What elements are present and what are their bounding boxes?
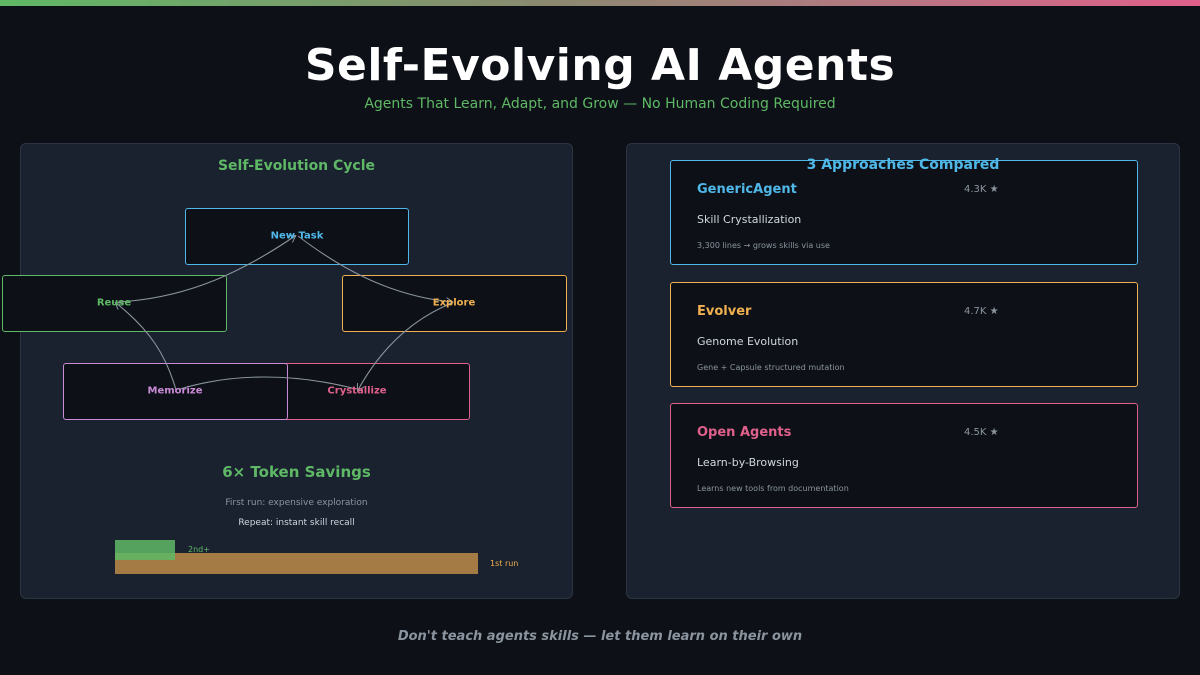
savings-title: 6× Token Savings bbox=[222, 463, 371, 481]
node-label-new-task: New Task bbox=[270, 230, 324, 242]
node-label-memorize: Memorize bbox=[147, 385, 203, 397]
footer-tagline: Don't teach agents skills — let them lea… bbox=[397, 629, 803, 644]
node-label-explore: Explore bbox=[432, 297, 476, 309]
bar-repeat bbox=[115, 540, 175, 560]
savings-repeat-text: Repeat: instant skill recall bbox=[238, 518, 355, 528]
card-stars: 4.3K ★ bbox=[964, 184, 999, 195]
card-genericagent: GenericAgent 4.3K ★ Skill Crystallizatio… bbox=[670, 160, 1138, 265]
cycle-title: Self-Evolution Cycle bbox=[217, 158, 376, 174]
card-open-agents: Open Agents 4.5K ★ Learn-by-Browsing Lea… bbox=[670, 403, 1138, 508]
card-subtitle: Skill Crystallization bbox=[697, 213, 802, 226]
card-evolver: Evolver 4.7K ★ Genome Evolution Gene + C… bbox=[670, 282, 1138, 387]
card-subtitle: Learn-by-Browsing bbox=[697, 456, 799, 469]
gradient-top-bar bbox=[0, 0, 1200, 6]
node-label-crystallize: Crystallize bbox=[327, 385, 387, 397]
savings-first-run-text: First run: expensive exploration bbox=[225, 498, 368, 508]
node-label-reuse: Reuse bbox=[96, 297, 132, 309]
card-name: Open Agents bbox=[697, 425, 792, 440]
comparison-title: 3 Approaches Compared bbox=[806, 157, 1000, 173]
card-description: 3,300 lines → grows skills via use bbox=[697, 241, 830, 250]
bar-repeat-label: 2nd+ bbox=[188, 545, 210, 554]
card-name: Evolver bbox=[697, 304, 752, 319]
bar-first-run bbox=[115, 553, 478, 574]
page-subtitle: Agents That Learn, Adapt, and Grow — No … bbox=[364, 96, 836, 112]
card-description: Gene + Capsule structured mutation bbox=[697, 363, 845, 372]
card-name: GenericAgent bbox=[697, 182, 797, 197]
card-stars: 4.7K ★ bbox=[964, 306, 999, 317]
bar-first-run-label: 1st run bbox=[490, 559, 519, 568]
card-description: Learns new tools from documentation bbox=[697, 484, 849, 493]
page-title: Self-Evolving AI Agents bbox=[304, 40, 896, 91]
card-subtitle: Genome Evolution bbox=[697, 335, 799, 348]
card-stars: 4.5K ★ bbox=[964, 427, 999, 438]
